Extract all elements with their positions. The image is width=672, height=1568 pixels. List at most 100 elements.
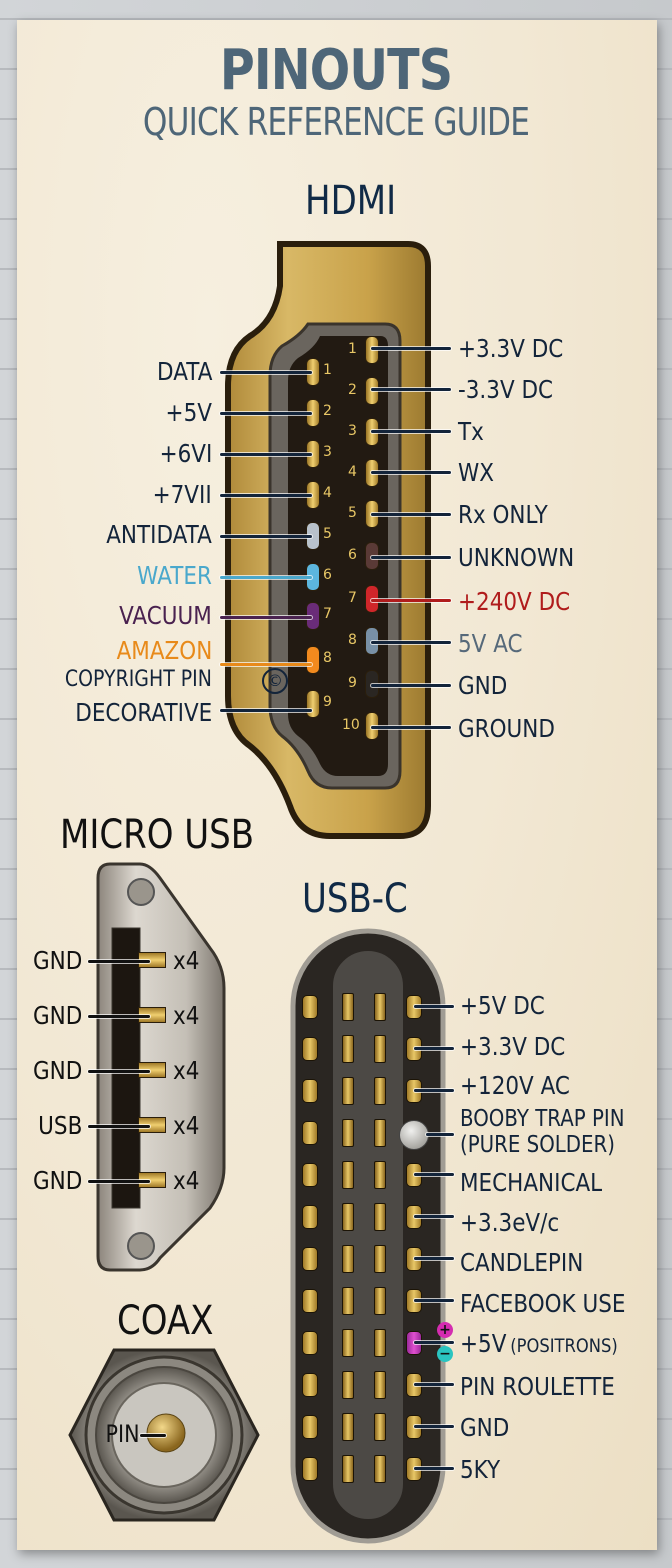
hdmi-leader-line — [220, 535, 312, 538]
usb-c-pin — [374, 1077, 386, 1105]
hdmi-right-label: +3.3V DC — [458, 334, 564, 363]
micro-usb-count: x4 — [173, 1166, 200, 1195]
hdmi-right-label: Tx — [458, 417, 484, 446]
hdmi-left-label: DECORATIVE — [75, 698, 212, 727]
micro-usb-count: x4 — [173, 1111, 200, 1140]
usb-c-leader-line — [414, 1341, 454, 1344]
usb-c-pin — [302, 1037, 318, 1061]
usb-c-pin — [374, 1455, 386, 1483]
hdmi-left-label: AMAZON — [116, 636, 212, 665]
hdmi-right-pin-number: 5 — [348, 505, 357, 521]
hdmi-left-pin-number: 4 — [323, 485, 332, 501]
hdmi-right-pin-number: 6 — [348, 547, 357, 563]
hdmi-copyright-label: COPYRIGHT PIN — [65, 667, 212, 692]
usb-c-pin — [342, 1203, 354, 1231]
usb-c-label-secondary: (PURE SOLDER) — [460, 1132, 615, 1158]
hdmi-right-pin-number: 1 — [348, 341, 357, 357]
hdmi-right-pin-number: 7 — [348, 590, 357, 606]
micro-usb-label: GND — [32, 946, 82, 975]
usb-c-pin — [302, 1289, 318, 1313]
usb-c-label: CANDLEPIN — [460, 1248, 584, 1277]
usb-c-leader-line — [426, 1133, 454, 1136]
usb-c-leader-line — [414, 1425, 454, 1428]
usb-c-label: GND — [460, 1413, 510, 1442]
coax-pin-label: PIN — [106, 1420, 140, 1448]
usb-c-positron-row: +5V (POSITRONS) — [460, 1331, 618, 1357]
usb-c-label: +5V DC — [460, 991, 545, 1020]
usb-c-pin — [374, 993, 386, 1021]
hdmi-right-pin-number: 4 — [348, 464, 357, 480]
usb-c-pin — [302, 1205, 318, 1229]
usb-c-pin — [342, 1161, 354, 1189]
usb-c-pin — [302, 1331, 318, 1355]
micro-usb-count: x4 — [173, 946, 200, 975]
usb-c-pin — [342, 1077, 354, 1105]
usb-c-pin — [342, 1371, 354, 1399]
hdmi-pin-L9 — [306, 690, 320, 718]
hdmi-left-label: +5V — [165, 398, 212, 427]
page-subtitle: QUICK REFERENCE GUIDE — [142, 100, 530, 144]
micro-usb-label: GND — [32, 1001, 82, 1030]
hdmi-right-pin-number: 2 — [348, 382, 357, 398]
hdmi-leader-line — [371, 347, 451, 350]
hdmi-pin-R2 — [365, 377, 379, 405]
hdmi-right-label: -3.3V DC — [458, 375, 554, 404]
micro-usb-title: MICRO USB — [60, 812, 255, 858]
hdmi-left-pin-number: 6 — [323, 567, 332, 583]
solder-blob-icon — [399, 1120, 429, 1150]
hdmi-leader-line — [371, 599, 451, 602]
hdmi-leader-line — [220, 412, 312, 415]
micro-usb-leader-line — [88, 1070, 150, 1073]
micro-usb-leader-line — [88, 1125, 150, 1128]
usb-c-pin — [374, 1287, 386, 1315]
hdmi-leader-line — [371, 471, 451, 474]
usb-c-pin — [342, 1287, 354, 1315]
usb-c-leader-line — [414, 1215, 454, 1218]
hdmi-right-label: GROUND — [458, 714, 555, 743]
hdmi-left-pin-number: 5 — [323, 526, 332, 542]
hdmi-left-label: DATA — [156, 357, 212, 386]
usb-c-label: BOOBY TRAP PIN — [460, 1106, 625, 1132]
usb-c-pin — [302, 1373, 318, 1397]
hdmi-left-label: ANTIDATA — [106, 520, 212, 549]
hdmi-right-label: GND — [458, 671, 508, 700]
hdmi-left-label: VACUUM — [119, 601, 212, 630]
usb-c-pin — [374, 1413, 386, 1441]
usb-c-pin — [302, 1079, 318, 1103]
usb-c-pin — [342, 993, 354, 1021]
usb-c-pin — [342, 1119, 354, 1147]
coax-leader-line — [140, 1434, 166, 1437]
hdmi-right-pin-number: 9 — [348, 675, 357, 691]
hdmi-leader-line — [371, 513, 451, 516]
hdmi-leader-line — [220, 576, 312, 579]
hdmi-left-pin-number: 3 — [323, 444, 332, 460]
hdmi-left-label: WATER — [137, 561, 212, 590]
usb-c-leader-line — [414, 1383, 454, 1386]
usb-c-pin — [302, 1247, 318, 1271]
usb-c-leader-line — [414, 1467, 454, 1470]
usb-c-label: +5V — [460, 1329, 507, 1358]
usb-c-leader-line — [414, 1005, 454, 1008]
usb-c-pin — [374, 1119, 386, 1147]
hdmi-left-label: +6VI — [159, 439, 212, 468]
usb-c-label: FACEBOOK USE — [460, 1289, 626, 1318]
micro-usb-leader-line — [88, 1180, 150, 1183]
usb-c-pin — [374, 1203, 386, 1231]
hdmi-leader-line — [220, 709, 312, 712]
usb-c-pin — [342, 1413, 354, 1441]
usb-c-leader-line — [414, 1089, 454, 1092]
usb-c-pin — [302, 1121, 318, 1145]
usb-c-label: MECHANICAL — [460, 1168, 603, 1197]
hdmi-right-label: UNKNOWN — [458, 543, 575, 572]
hdmi-title: HDMI — [305, 178, 397, 224]
hdmi-pin-L8 — [306, 646, 320, 674]
hdmi-right-pin-number: 3 — [348, 423, 357, 439]
usb-c-leader-line — [414, 1173, 454, 1176]
hdmi-leader-line — [371, 684, 451, 687]
usb-c-pin — [342, 1245, 354, 1273]
hdmi-leader-line — [371, 641, 451, 644]
hdmi-leader-line — [371, 556, 451, 559]
micro-usb-count: x4 — [173, 1001, 200, 1030]
usb-c-label: +3.3V DC — [460, 1032, 566, 1061]
hdmi-leader-line — [220, 616, 312, 619]
